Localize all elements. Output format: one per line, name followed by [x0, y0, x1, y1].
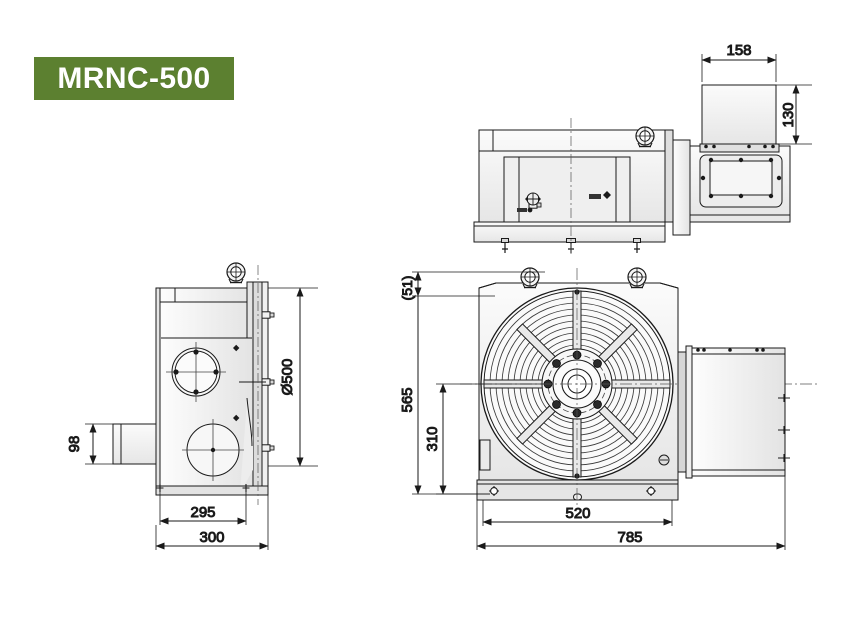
dim-310-label: 310 — [424, 426, 441, 451]
side-view-dimensions: Ø500 98 295 300 — [66, 287, 318, 550]
side-bore-upper — [166, 342, 226, 402]
title-badge-label: MRNC-500 — [57, 61, 211, 95]
dim-520-label: 520 — [565, 505, 590, 522]
top-view-group — [473, 84, 791, 256]
dim-565-label: 565 — [399, 387, 416, 412]
side-bore-lower — [182, 419, 244, 481]
dim-diameter-500-label: Ø500 — [279, 359, 296, 396]
access-plug — [658, 454, 670, 466]
front-view-dimensions: (51) 565 310 520 785 — [399, 271, 786, 550]
fitting-marker — [517, 126, 655, 213]
dim-295-label: 295 — [190, 504, 215, 521]
dim-98-label: 98 — [66, 436, 83, 453]
dim-51-label: (51) — [399, 276, 415, 301]
front-view-group — [460, 267, 820, 508]
dim-130-label: 130 — [780, 102, 797, 127]
dim-300-label: 300 — [199, 529, 224, 546]
dim-158-label: 158 — [726, 42, 751, 59]
side-view-group — [112, 262, 275, 505]
top-view-dimensions: 158 130 — [701, 42, 812, 145]
title-badge: MRNC-500 — [34, 57, 234, 100]
dim-785-label: 785 — [617, 529, 642, 546]
